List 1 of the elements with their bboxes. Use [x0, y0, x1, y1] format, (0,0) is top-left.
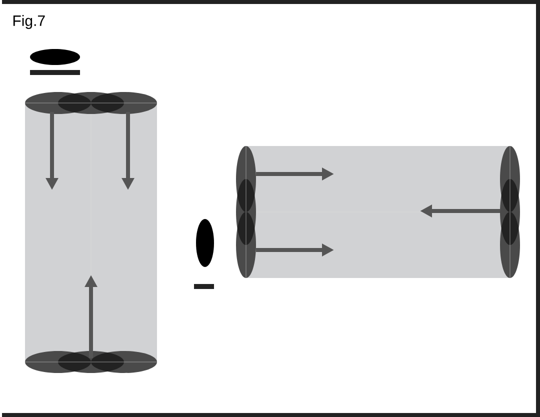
figure-title: Fig.7: [13, 15, 45, 29]
